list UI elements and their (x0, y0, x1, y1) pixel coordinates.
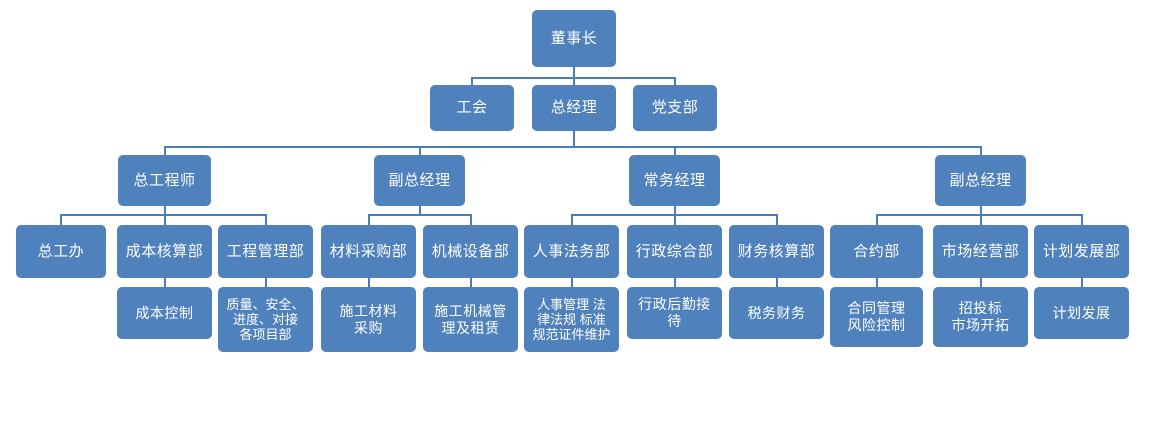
connector-admin-general-down (674, 278, 676, 287)
node-tax-finance[interactable]: 税务财务 (729, 287, 824, 339)
connector-material-purchase-up (368, 214, 370, 225)
node-material-purchase-dept[interactable]: 材料采购部 (321, 225, 416, 278)
connector-machinery-equipment-down (470, 278, 472, 287)
connector-contract-dept-up (876, 214, 878, 225)
connector-material-purchase-down (368, 278, 370, 287)
node-chief-engineer[interactable]: 总工程师 (118, 155, 211, 206)
node-party-branch[interactable]: 党支部 (633, 85, 717, 131)
connector-deputy-gm-2-up (980, 146, 982, 155)
node-deputy-gm-2[interactable]: 副总经理 (935, 155, 1026, 206)
connector-cost-accounting-up (164, 214, 166, 225)
connector-gm-down (573, 131, 575, 147)
node-construction-material-purchase[interactable]: 施工材料 采购 (321, 287, 416, 352)
connector-plan-development-down (1081, 278, 1083, 287)
connector-chief-engineer-up (164, 146, 166, 155)
connector-deputy-gm-1-bus (369, 214, 471, 216)
node-contract-dept[interactable]: 合约部 (830, 225, 923, 278)
connector-gongban-up (60, 214, 62, 225)
connector-finance-accounting-down (776, 278, 778, 287)
node-admin-general-dept[interactable]: 行政综合部 (627, 225, 722, 278)
node-plan-development-dept[interactable]: 计划发展部 (1034, 225, 1129, 278)
node-chairman[interactable]: 董事长 (532, 10, 616, 67)
node-hr-legal-duties[interactable]: 人事管理 法 律法规 标准 规范证件维护 (524, 287, 619, 352)
connector-union-up (471, 77, 473, 85)
node-cost-control[interactable]: 成本控制 (117, 287, 212, 339)
node-market-operation-dept[interactable]: 市场经营部 (933, 225, 1028, 278)
connector-contract-dept-down (876, 278, 878, 287)
connector-engineering-mgmt-up (265, 214, 267, 225)
connector-chief-engineer-down (164, 206, 166, 215)
node-machinery-equipment-dept[interactable]: 机械设备部 (423, 225, 518, 278)
connector-executive-manager-down (674, 206, 676, 215)
connector-deputy-gm-1-up (419, 146, 421, 155)
connector-party-up (674, 77, 676, 85)
connector-executive-manager-up (674, 146, 676, 155)
connector-hr-legal-up (571, 214, 573, 225)
connector-machinery-equipment-up (470, 214, 472, 225)
connector-plan-development-up (1081, 214, 1083, 225)
node-plan-development[interactable]: 计划发展 (1034, 287, 1129, 339)
node-general-manager[interactable]: 总经理 (532, 85, 616, 131)
connector-admin-general-up (674, 214, 676, 225)
connector-engineering-mgmt-down (265, 278, 267, 287)
connector-chairman-down (573, 67, 575, 85)
connector-hr-legal-down (571, 278, 573, 287)
node-deputy-gm-1[interactable]: 副总经理 (374, 155, 465, 206)
connector-chief-engineer-bus (61, 214, 266, 216)
node-contract-mgmt-risk-control[interactable]: 合同管理 风险控制 (830, 287, 923, 347)
connector-market-operation-down (980, 278, 982, 287)
node-construction-machinery-mgmt[interactable]: 施工机械管 理及租赁 (423, 287, 518, 352)
node-quality-safety-progress[interactable]: 质量、安全、 进度、对接 各项目部 (218, 287, 313, 352)
node-engineering-mgmt-dept[interactable]: 工程管理部 (218, 225, 313, 278)
node-chief-engineer-office[interactable]: 总工办 (16, 225, 106, 278)
node-union[interactable]: 工会 (430, 85, 514, 131)
node-finance-accounting-dept[interactable]: 财务核算部 (729, 225, 824, 278)
connector-deputy-gm-1-down (419, 206, 421, 215)
node-cost-accounting-dept[interactable]: 成本核算部 (117, 225, 212, 278)
connector-cost-accounting-down (164, 278, 166, 287)
node-hr-legal-dept[interactable]: 人事法务部 (524, 225, 619, 278)
node-bidding-market-expansion[interactable]: 招投标 市场开拓 (933, 287, 1028, 347)
connector-gm-up (573, 77, 575, 85)
connector-market-operation-up (980, 214, 982, 225)
connector-finance-accounting-up (776, 214, 778, 225)
connector-deputy-gm-2-bus (877, 214, 1082, 216)
node-executive-manager[interactable]: 常务经理 (629, 155, 720, 206)
connector-deputy-gm-2-down (980, 206, 982, 215)
connector-row3-bus (165, 146, 981, 148)
node-admin-logistics-reception[interactable]: 行政后勤接 待 (627, 287, 722, 339)
